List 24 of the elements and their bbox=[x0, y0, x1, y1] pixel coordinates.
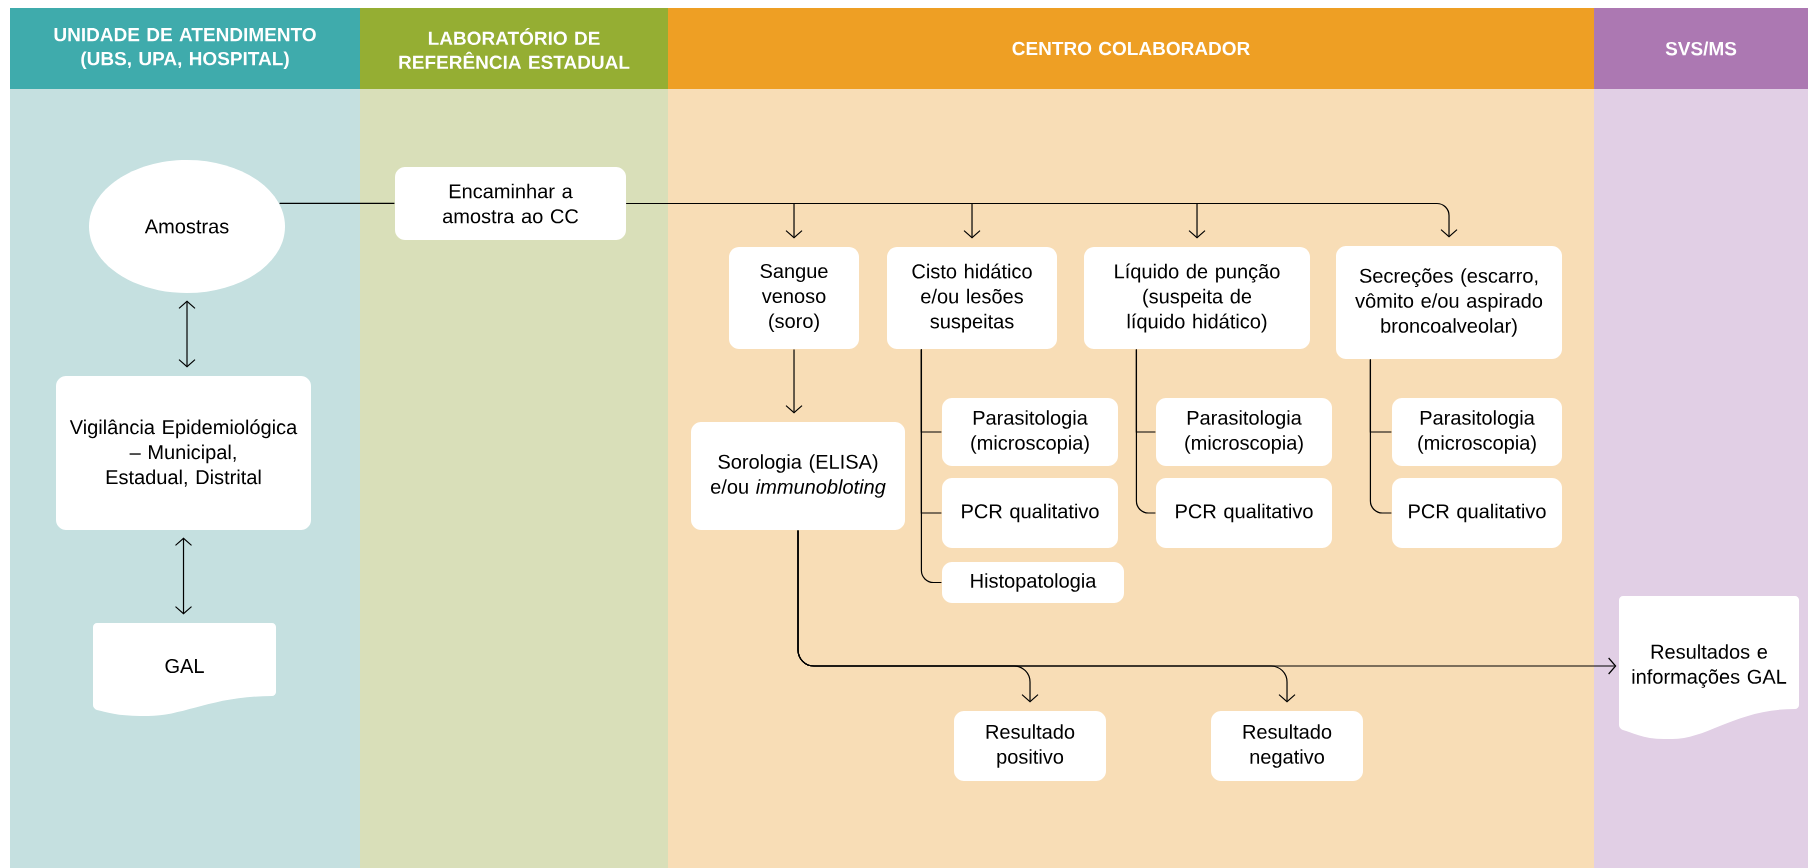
connector-line bbox=[279, 202, 395, 204]
arrow bbox=[785, 349, 803, 414]
process-box: Parasitologia (microscopia) bbox=[1392, 398, 1562, 466]
process-box: Resultado negativo bbox=[1211, 711, 1363, 781]
process-box: Secreções (escarro, vômito e/ou aspirado broncoalveolar) bbox=[1336, 246, 1562, 359]
process-box: PCR qualitativo bbox=[1156, 478, 1332, 548]
process-box: Encaminhar a amostra ao CC bbox=[395, 167, 626, 240]
process-box: Parasitologia (microscopia) bbox=[1156, 398, 1332, 466]
connector-line bbox=[920, 349, 942, 584]
process-box: Líquido de punção (suspeita de líquido hidático) bbox=[1084, 247, 1310, 349]
process-box: PCR qualitativo bbox=[1392, 478, 1562, 548]
connector-line bbox=[1369, 359, 1392, 514]
arrow bbox=[797, 530, 1617, 675]
arrow bbox=[178, 300, 196, 368]
process-box: Cisto hidático e/ou lesões suspeitas bbox=[887, 247, 1057, 349]
process-box: Vigilância Epidemiológica – Municipal, Estadual, Distrital bbox=[56, 376, 311, 530]
process-box: Resultado positivo bbox=[954, 711, 1106, 781]
process-box: Parasitologia (microscopia) bbox=[942, 398, 1118, 466]
arrow bbox=[174, 537, 193, 615]
process-box: Sangue venoso (soro) bbox=[729, 247, 859, 349]
process-box: PCR qualitativo bbox=[942, 478, 1118, 548]
process-box: Histopatologia bbox=[942, 562, 1124, 603]
process-box: Sorologia (ELISA) e/ou immunobloting bbox=[691, 422, 905, 530]
arrow bbox=[626, 202, 1458, 238]
